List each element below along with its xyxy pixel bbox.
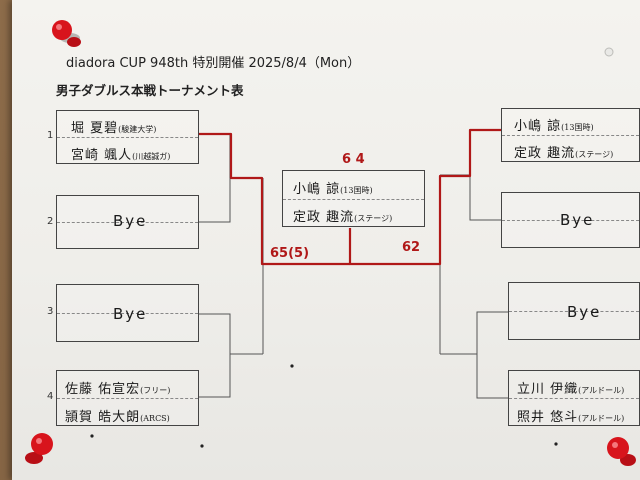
entry-box-l4: 佐藤 佑宣宏(フリー) 頴賀 皓大朗(ARCS) [56, 370, 199, 426]
player-name: 照井 悠斗(アルドール) [517, 410, 625, 425]
bye-label: Bye [560, 211, 595, 229]
pin-hole-icon [90, 434, 94, 438]
score-top: 6 4 [342, 152, 365, 167]
score-left: 65(5) [270, 246, 310, 261]
player-name: 定政 趣流(ステージ) [514, 146, 614, 161]
red-pushpin-icon [52, 20, 81, 47]
player-name: 定政 趣流(ステージ) [293, 210, 393, 225]
seed-number: 3 [47, 306, 54, 317]
seed-number: 2 [47, 216, 54, 227]
pin-hole-icon [604, 47, 614, 57]
entry-box-r3: Bye [508, 282, 640, 340]
red-pushpin-icon [25, 433, 53, 464]
seed-number: 1 [47, 130, 54, 141]
entry-box-r4: 立川 伊織(アルドール) 照井 悠斗(アルドール) [508, 370, 640, 426]
score-right: 62 [402, 240, 421, 255]
entry-box-l3: Bye [56, 284, 199, 342]
red-path-right [348, 128, 501, 266]
document-title: diadora CUP 948th 特別開催 2025/8/4（Mon） [66, 56, 361, 71]
player-name: 小嶋 諒(13国時) [514, 119, 594, 134]
pin-hole-icon [554, 442, 558, 446]
player-name: 堀 夏碧(駿建大学) [71, 121, 157, 136]
red-pushpin-icon [607, 437, 636, 466]
bye-label: Bye [567, 303, 602, 321]
bye-label: Bye [113, 212, 148, 230]
final-box: 小嶋 諒(13国時) 定政 趣流(ステージ) [282, 170, 425, 227]
seed-number: 4 [47, 391, 54, 402]
bye-label: Bye [113, 305, 148, 323]
entry-box-l1: 堀 夏碧(駿建大学) 宮崎 颯人(川越誠ガ) [56, 110, 199, 164]
entry-box-r1: 小嶋 諒(13国時) 定政 趣流(ステージ) [501, 108, 640, 162]
player-name: 頴賀 皓大朗(ARCS) [65, 410, 170, 425]
player-name: 佐藤 佑宣宏(フリー) [65, 382, 171, 397]
red-path-left [199, 132, 350, 266]
player-name: 宮崎 颯人(川越誠ガ) [71, 148, 171, 163]
player-name: 立川 伊織(アルドール) [517, 382, 625, 397]
tournament-sheet [12, 0, 640, 480]
pin-hole-icon [290, 364, 294, 368]
pin-hole-icon [200, 444, 204, 448]
entry-box-l2: Bye [56, 195, 199, 249]
entry-box-r2: Bye [501, 192, 640, 248]
player-name: 小嶋 諒(13国時) [293, 182, 373, 197]
document-subtitle: 男子ダブルス本戦トーナメント表 [56, 83, 244, 98]
